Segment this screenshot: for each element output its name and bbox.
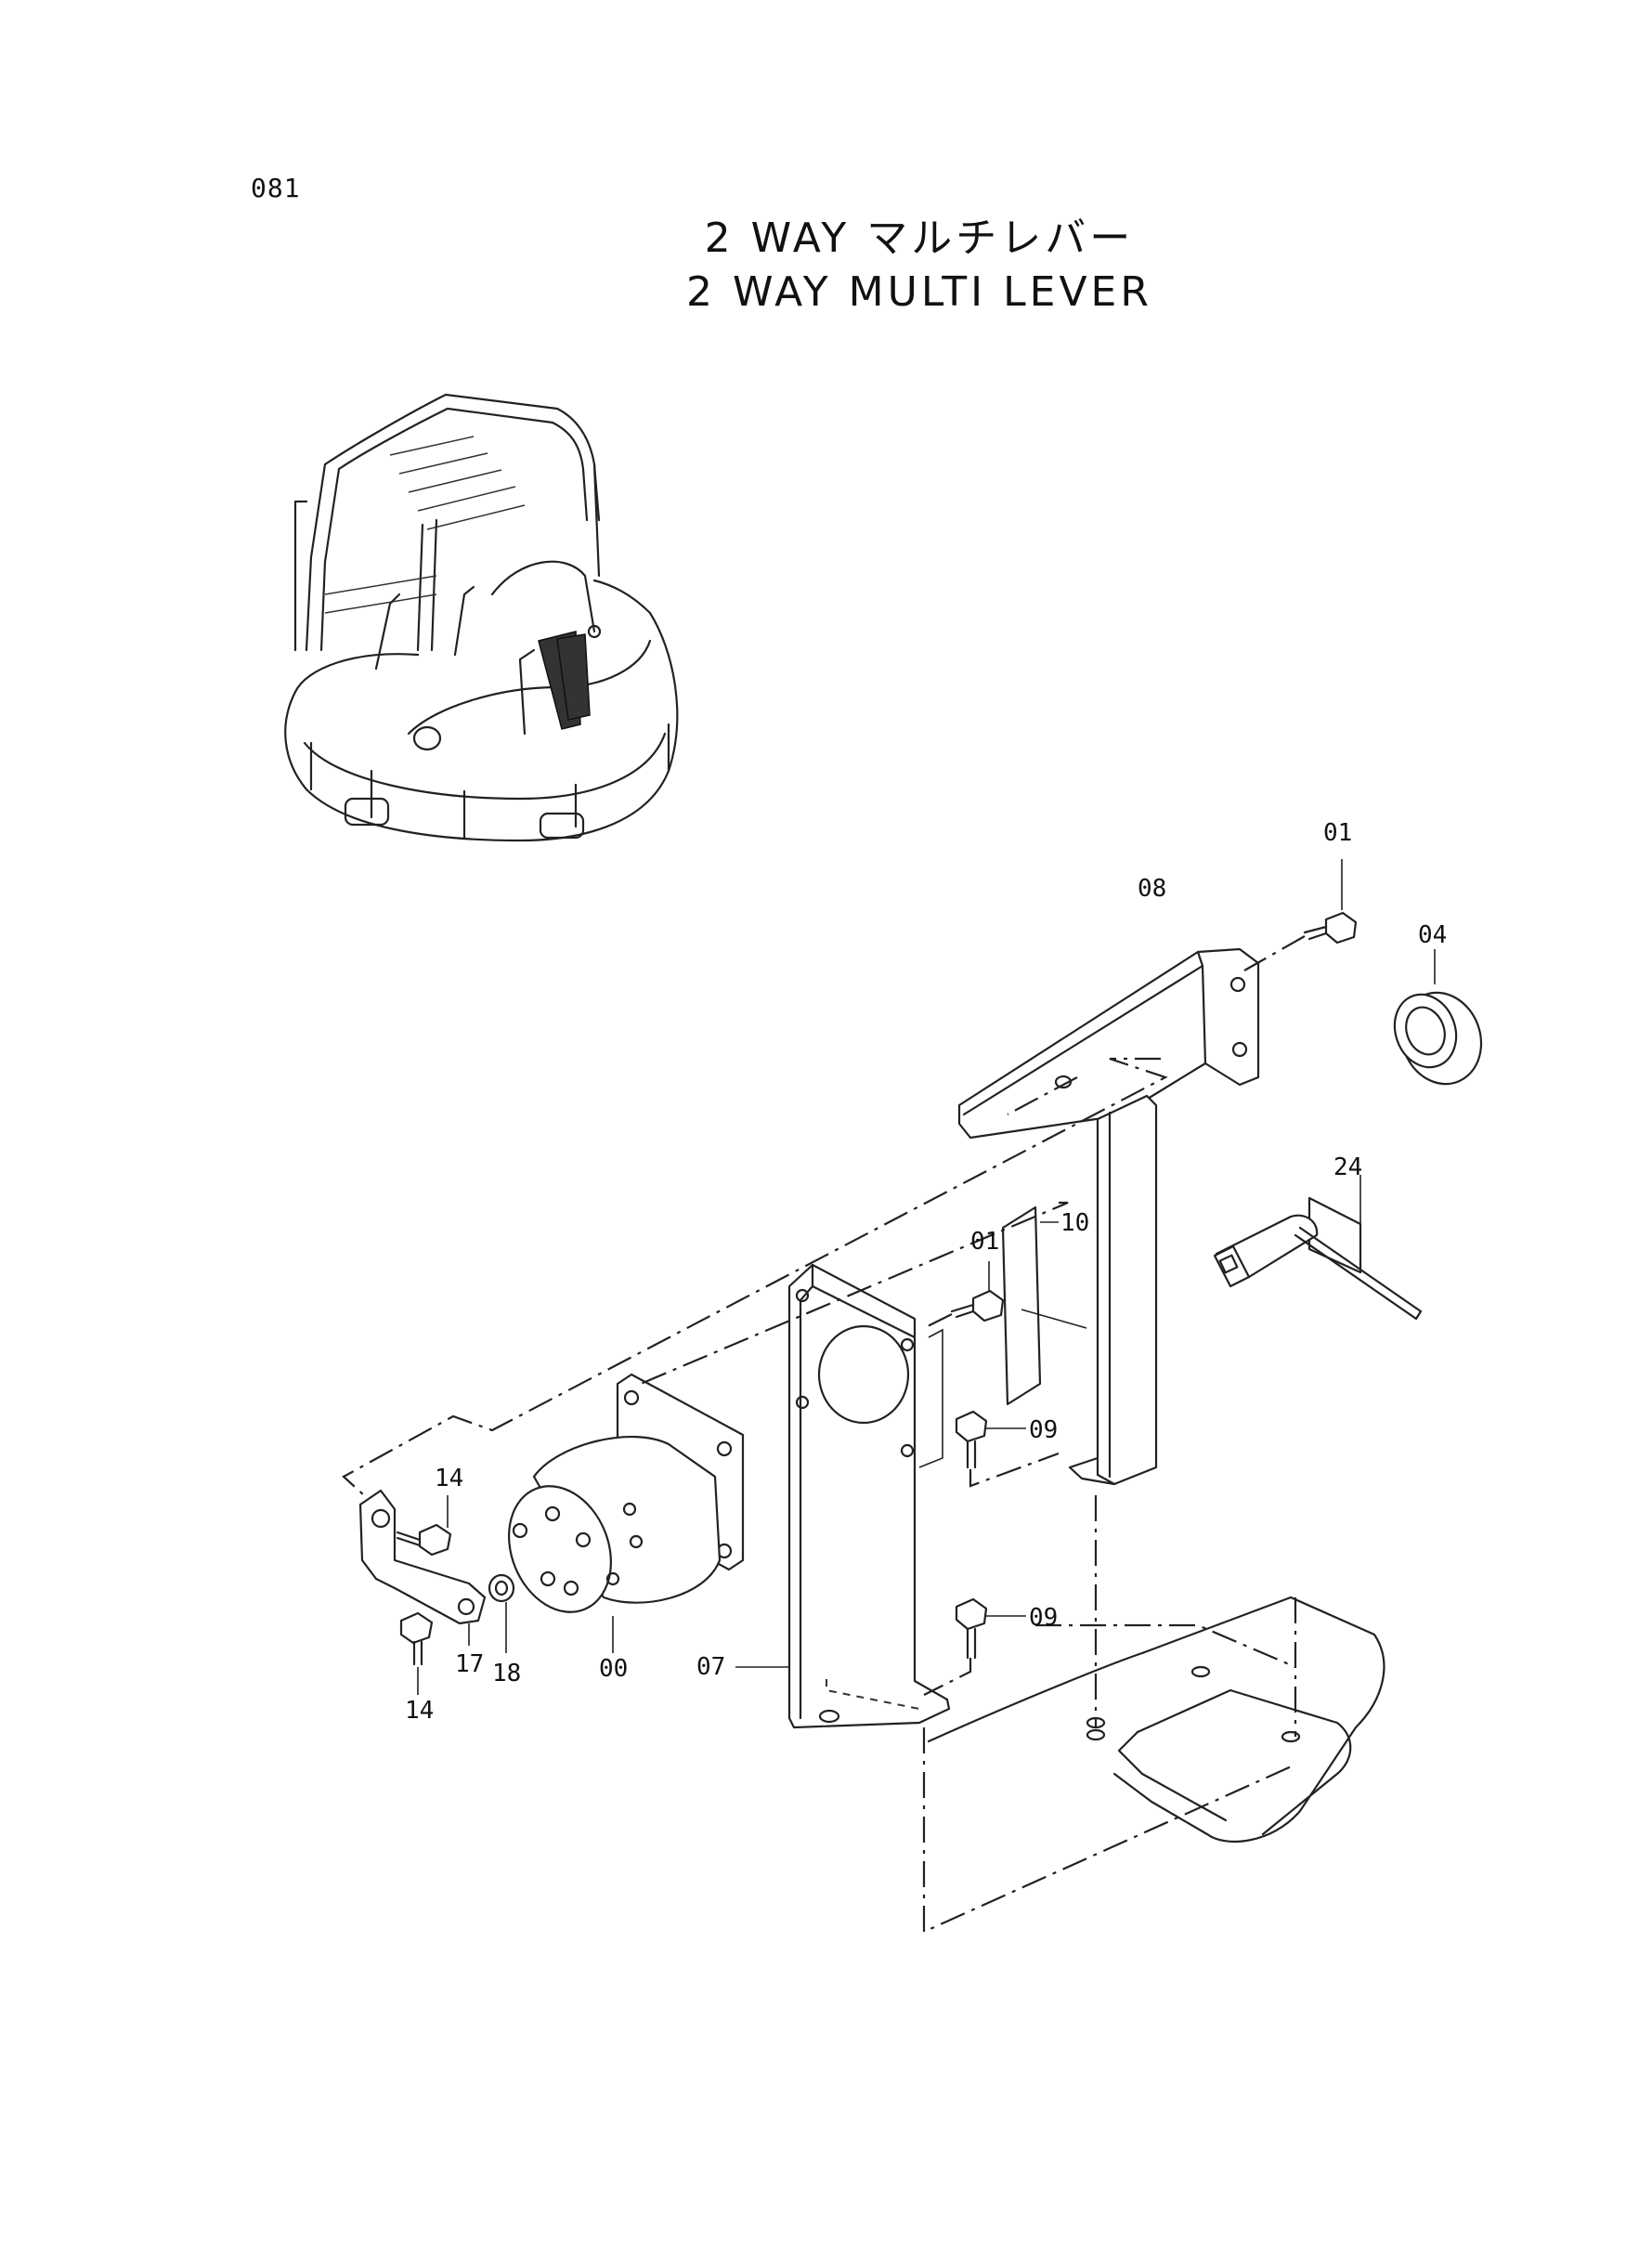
bolt-14-lower <box>399 1611 434 1695</box>
bolt-01-mid <box>923 1261 1005 1329</box>
callout-24: 24 <box>1333 1153 1362 1181</box>
callout-17: 17 <box>455 1650 484 1678</box>
plate-10 <box>1001 1205 1087 1406</box>
link-17 <box>358 1489 487 1646</box>
callout-labels: 01 08 04 24 01 10 09 09 14 14 17 18 00 0… <box>405 819 1447 1725</box>
collar-18 <box>488 1573 515 1653</box>
bracket-08 <box>957 947 1260 1486</box>
callout-09-upper: 09 <box>1029 1416 1058 1444</box>
callout-09-lower: 09 <box>1029 1604 1058 1632</box>
callout-01-top: 01 <box>1323 819 1352 847</box>
actuator-00 <box>508 1373 745 1653</box>
callout-08: 08 <box>1138 875 1166 903</box>
callout-14-upper: 14 <box>435 1465 463 1492</box>
page-number: 081 <box>251 173 301 203</box>
assembly-lines <box>342 1057 1296 1934</box>
bracket-07 <box>787 1263 951 1729</box>
title-japanese: 2 WAY マルチレバー <box>704 215 1135 262</box>
ring-04 <box>1393 949 1483 1086</box>
floor-plate <box>927 1596 1385 1844</box>
excavator-overview-illustration <box>284 393 679 842</box>
callout-00: 00 <box>599 1655 628 1683</box>
bolt-09-upper <box>955 1410 1060 1488</box>
callout-10: 10 <box>1060 1209 1089 1237</box>
bolt-14-upper <box>396 1495 452 1557</box>
title-english: 2 WAY MULTI LEVER <box>686 268 1152 316</box>
callout-18: 18 <box>492 1660 521 1687</box>
callout-07: 07 <box>696 1653 725 1681</box>
bolt-01-top <box>1243 859 1358 971</box>
lever-24 <box>1213 1175 1423 1321</box>
bolt-09-lower <box>923 1597 1026 1696</box>
callout-04: 04 <box>1418 921 1447 949</box>
callout-14-lower: 14 <box>405 1697 434 1725</box>
callout-01-mid: 01 <box>970 1228 999 1256</box>
title-block: 2 WAY マルチレバー 2 WAY MULTI LEVER <box>557 212 1281 319</box>
